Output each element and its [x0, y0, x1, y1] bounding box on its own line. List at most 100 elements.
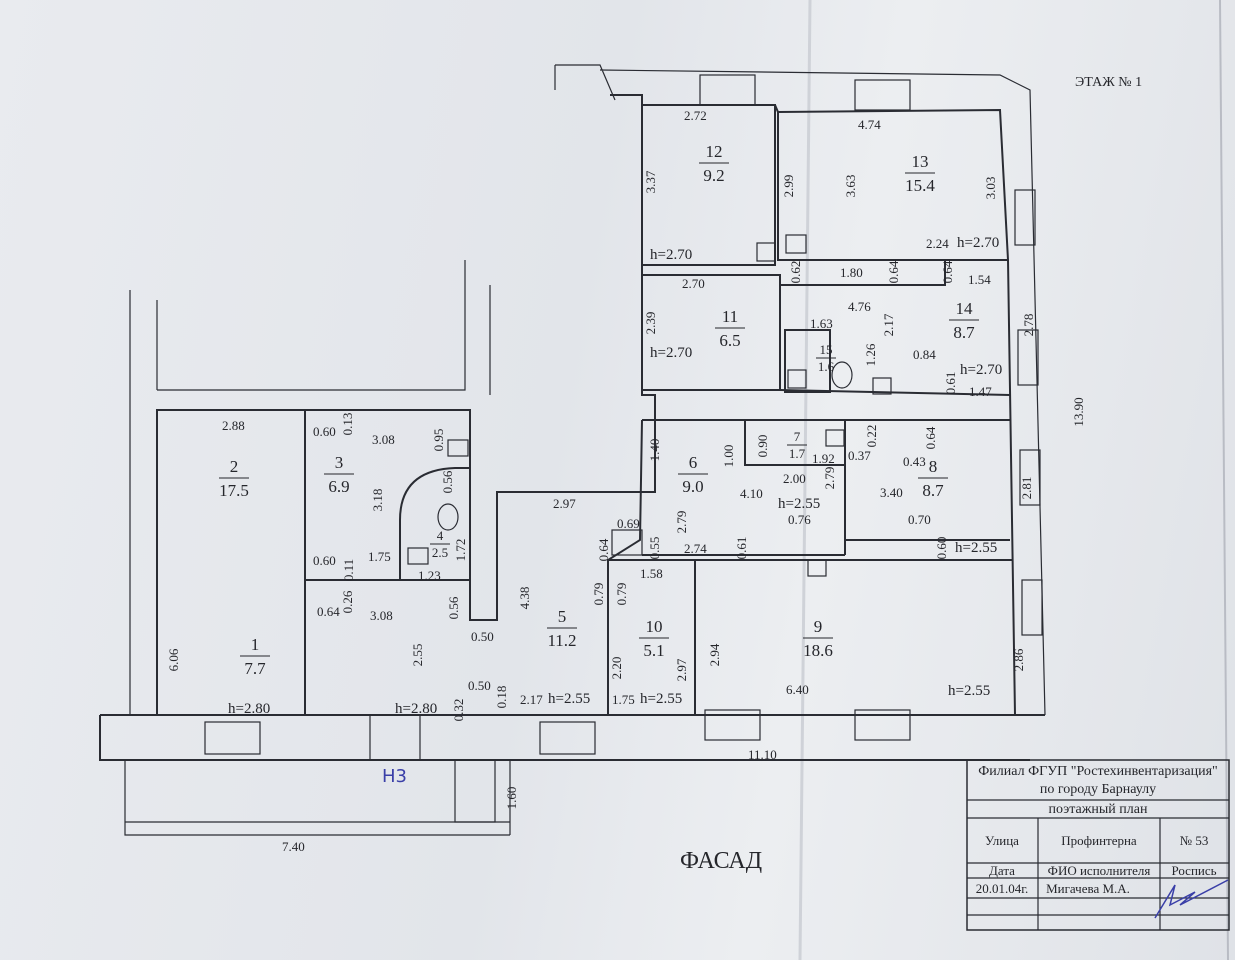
- toilet-icon: [437, 503, 459, 531]
- dimension-label: 0.22: [864, 425, 879, 448]
- room-9-label: 918.6: [803, 617, 833, 660]
- room-labels: 17.7: [240, 635, 270, 678]
- dimension-label: 4.76: [848, 299, 871, 314]
- height-room-10: h=2.55: [640, 691, 682, 707]
- height-room-6: h=2.55: [778, 496, 820, 512]
- dimension-label: 2.86: [1011, 648, 1026, 671]
- room-number: 6: [689, 453, 698, 472]
- dimension-label: 1.54: [968, 272, 991, 287]
- room-7-label: 71.7: [787, 429, 807, 461]
- room-area: 9.2: [703, 166, 724, 185]
- room-area: 15.4: [905, 176, 935, 195]
- dimension-label: 2.17: [881, 313, 896, 336]
- street-label: Улица: [985, 833, 1019, 848]
- dimension-label: 0.26: [340, 590, 355, 613]
- paper-fold: [798, 0, 812, 960]
- room-number: 12: [706, 142, 723, 161]
- height-room-12: h=2.70: [650, 247, 692, 263]
- room-2-label: 217.5: [219, 457, 249, 500]
- room-area: 8.7: [953, 323, 975, 342]
- height-room-11: h=2.70: [650, 345, 692, 361]
- room-area: 1.6: [818, 359, 835, 374]
- dimension-label: 0.18: [494, 686, 509, 709]
- dimension-label: 3.08: [372, 432, 395, 447]
- room-15-walls: [784, 329, 831, 393]
- outer-wall-top: [554, 64, 1046, 716]
- handwritten-mark: Н3: [382, 766, 407, 787]
- dimension-label: 1.58: [640, 566, 663, 581]
- document-type: поэтажный план: [1049, 802, 1148, 817]
- room-number: 15: [820, 342, 833, 357]
- dimension-label: 6.40: [786, 682, 809, 697]
- dimension-label: 1.75: [368, 549, 391, 564]
- room-area: 18.6: [803, 641, 833, 660]
- column: [611, 529, 643, 556]
- facade-strip: [99, 714, 1045, 761]
- dimension-label: 2.81: [1019, 477, 1034, 500]
- dimension-label: 1.72: [453, 539, 468, 562]
- dimension-label: 0.55: [647, 537, 662, 560]
- dimension-label: 2.55: [410, 644, 425, 667]
- dimension-label: 0.50: [471, 629, 494, 644]
- room-14-walls: [779, 260, 1011, 396]
- dimension-label: 2.79: [822, 467, 837, 490]
- executor-label: ФИО исполнителя: [1048, 863, 1151, 878]
- dimension-label: 2.78: [1021, 314, 1036, 337]
- room-10-label: 105.1: [639, 617, 669, 660]
- dimension-label: 0.56: [446, 596, 461, 619]
- room-number: 4: [437, 528, 444, 543]
- room-number: 13: [912, 152, 929, 171]
- dimension-label: 1.63: [810, 316, 833, 331]
- room-6-label: 69.0: [678, 453, 708, 496]
- room-12-walls: [641, 104, 776, 266]
- dimension-label: 2.20: [609, 657, 624, 680]
- dimension-label: 3.37: [643, 170, 658, 193]
- signature-label: Роспись: [1171, 863, 1216, 878]
- dimension-label: 0.79: [591, 583, 606, 606]
- room-area: 6.9: [328, 477, 349, 496]
- rooms-6-7-8-walls: [642, 419, 1010, 556]
- height-labels: h=2.80 h=2.80 h=2.55 h=2.55 h=2.55 h=2.5…: [228, 235, 1002, 717]
- room-number: 14: [956, 299, 974, 318]
- title-block: Филиал ФГУП "Ростехинвентаризация" по го…: [966, 759, 1230, 931]
- date-value: 20.01.04г.: [976, 881, 1029, 896]
- dimension-label: 0.32: [451, 699, 466, 722]
- dimension-label: 1.60: [504, 787, 519, 810]
- room-3-label: 36.9: [324, 453, 354, 496]
- room-number: 11: [722, 307, 738, 326]
- dimension-label: 2.24: [926, 236, 949, 251]
- dimension-label: 0.37: [848, 448, 871, 463]
- room-area: 9.0: [682, 477, 703, 496]
- room-number: 3: [335, 453, 344, 472]
- dimension-label: 3.03: [983, 177, 998, 200]
- room-14-label: 148.7: [949, 299, 979, 342]
- dimension-label: 0.60: [313, 424, 336, 439]
- dimension-label: 1.80: [840, 265, 863, 280]
- dimension-label: 7.40: [282, 839, 305, 854]
- outer-walls-left: [156, 260, 466, 391]
- room-area: 7.7: [244, 659, 266, 678]
- dimension-label: 3.08: [370, 608, 393, 623]
- title-block-grid: [967, 799, 1229, 930]
- room-number: 1: [251, 635, 260, 654]
- dimension-label: 0.64: [596, 538, 611, 561]
- dimension-label: 2.97: [674, 658, 689, 681]
- org-line-2: по городу Барнаулу: [1040, 782, 1156, 797]
- street-value: Профинтерна: [1061, 833, 1137, 848]
- height-room-14: h=2.70: [960, 362, 1002, 378]
- dimension-label: 1.26: [863, 343, 878, 366]
- room-11-label: 116.5: [715, 307, 745, 350]
- height-room-9: h=2.55: [948, 683, 990, 699]
- dimension-label: 11.10: [748, 747, 777, 762]
- dimension-label: 1.23: [418, 568, 441, 583]
- room-15-label: 151.6: [816, 342, 836, 374]
- paper-edge: [1219, 0, 1229, 960]
- room-1-label: 17.7: [240, 635, 270, 678]
- height-room-13: h=2.70: [957, 235, 999, 251]
- room-labels-2: 217.536.942.5511.269.071.788.7918.6105.1…: [219, 142, 979, 660]
- dimension-label: 1.92: [812, 451, 835, 466]
- dimension-label: 4.74: [858, 117, 881, 132]
- dimension-label: 0.64: [940, 260, 955, 283]
- room-number: 5: [558, 607, 567, 626]
